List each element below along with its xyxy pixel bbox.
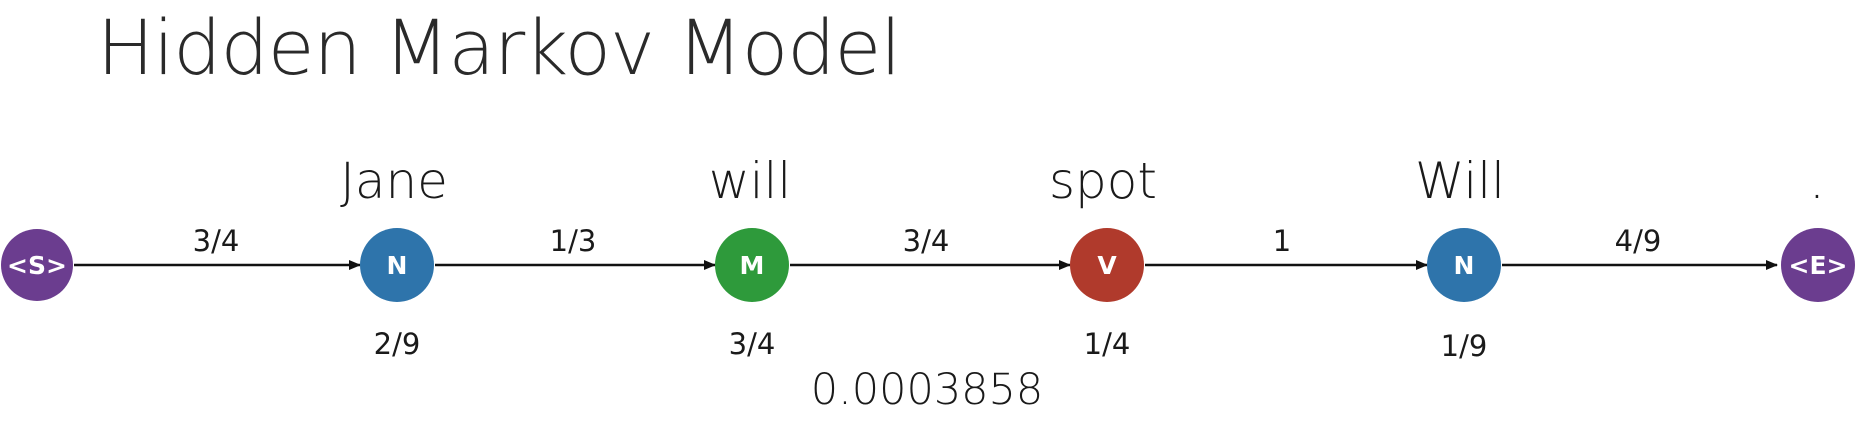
emission-prob-jane: 2/9 (374, 327, 421, 361)
node-start: <S> (1, 229, 73, 301)
node-noun-1-circle (360, 228, 434, 302)
node-start-circle (1, 229, 73, 301)
word-jane: Jane (340, 152, 448, 210)
node-start-label: <S> (7, 251, 67, 280)
node-noun-2-circle (1427, 228, 1501, 302)
node-verb-label: V (1097, 251, 1117, 280)
word-period: . (1809, 152, 1825, 210)
node-noun-1-label: N (387, 251, 408, 280)
node-modal-label: M (740, 251, 765, 280)
transition-prob-v-to-n: 1 (1273, 224, 1291, 258)
node-modal-circle (715, 228, 789, 302)
node-verb: V (1070, 228, 1144, 302)
transition-prob-n-to-m: 1/3 (550, 224, 597, 258)
emission-prob-will-capital: 1/9 (1441, 329, 1488, 363)
transition-prob-n-to-end: 4/9 (1615, 224, 1662, 258)
emission-prob-spot: 1/4 (1084, 327, 1131, 361)
node-verb-circle (1070, 228, 1144, 302)
word-will-capital: Will (1415, 152, 1505, 210)
page-title: Hidden Markov Model (97, 3, 901, 92)
path-probability: 0.0003858 (811, 365, 1044, 415)
node-noun-2: N (1427, 228, 1501, 302)
node-noun-2-label: N (1454, 251, 1475, 280)
word-spot: spot (1049, 152, 1157, 210)
node-modal: M (715, 228, 789, 302)
transition-prob-m-to-v: 3/4 (903, 224, 950, 258)
node-end-circle (1781, 228, 1855, 302)
emission-prob-will: 3/4 (729, 327, 776, 361)
word-will: will (709, 152, 792, 210)
transition-prob-start-to-n: 3/4 (193, 224, 240, 258)
node-end: <E> (1781, 228, 1855, 302)
node-end-label: <E> (1789, 251, 1848, 280)
node-noun-1: N (360, 228, 434, 302)
